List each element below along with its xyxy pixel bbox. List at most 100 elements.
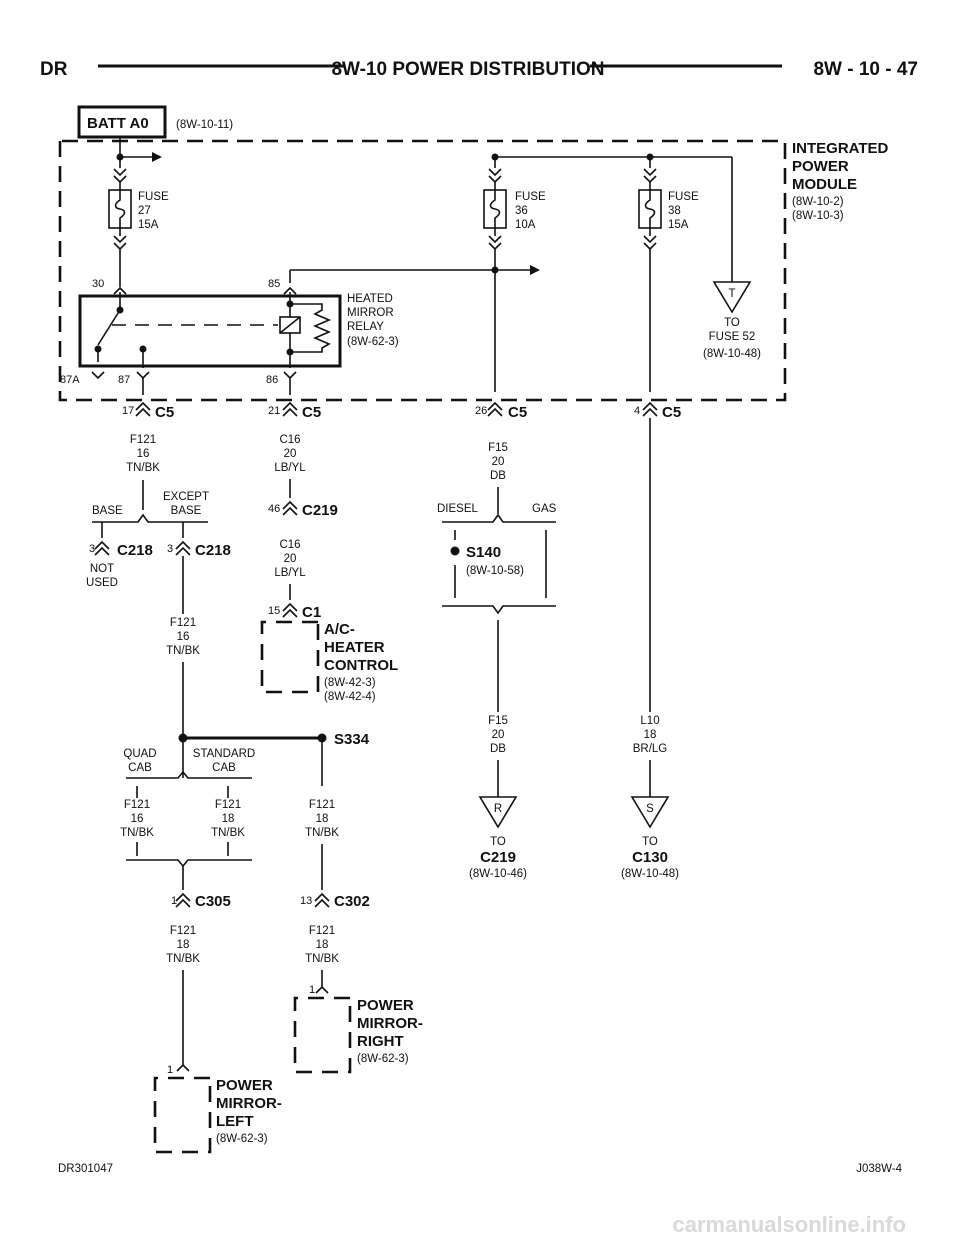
relay-suppression-resistor: [290, 303, 332, 353]
wire-f121-a-circuit: F121: [130, 434, 156, 446]
c5-pin21-terminal: [282, 402, 298, 417]
wire-f121-std-gauge: 18: [222, 813, 235, 825]
s140-label: S140: [466, 544, 501, 561]
engine-option-bar: [442, 513, 556, 523]
fuse27-top-terminal: [113, 168, 127, 176]
to-c219-letter: R: [494, 803, 502, 815]
c1-label: C1: [302, 604, 321, 621]
pm-right-title-2: MIRROR-: [357, 1015, 423, 1032]
wire-c16-b-circuit: C16: [279, 539, 300, 551]
c5-pin21: 21: [268, 405, 280, 417]
ipm-ref-1: (8W-10-2): [792, 196, 844, 208]
fuse27-amps: 15A: [138, 219, 159, 231]
c5-pin4-terminal: [642, 402, 658, 417]
to-c219-to: TO: [490, 836, 506, 848]
relay-switch-arm: [97, 309, 121, 346]
c5-pin4: 4: [634, 405, 640, 417]
header-left: DR: [40, 59, 68, 80]
relay-pin-30: 30: [92, 278, 104, 290]
pm-left-title-3: LEFT: [216, 1113, 254, 1130]
c305-pin: 1: [171, 895, 177, 907]
fuse36-symbol: [483, 189, 507, 229]
pm-left-ref: (8W-62-3): [216, 1133, 268, 1145]
ac-ref-2: (8W-42-4): [324, 691, 376, 703]
pm-right-title-1: POWER: [357, 997, 414, 1014]
wire-f121-b-color: TN/BK: [166, 645, 200, 657]
option-quad-1: QUAD: [123, 748, 156, 760]
relay-title-2: MIRROR: [347, 307, 394, 319]
c305-terminal: [175, 893, 191, 908]
pm-left-title-1: POWER: [216, 1077, 273, 1094]
c1-pin: 15: [268, 605, 280, 617]
fuse38-name: FUSE: [668, 191, 699, 203]
c305-label: C305: [195, 893, 231, 910]
power-mirror-right-outline: [293, 996, 352, 1074]
pm-left-pin-terminal: [176, 1063, 190, 1072]
to-c130-marker: [630, 796, 670, 829]
option-except-2: BASE: [171, 505, 202, 517]
pm-right-pin-terminal: [315, 985, 329, 994]
fuse38-number: 38: [668, 205, 681, 217]
relay-title-1: HEATED: [347, 293, 393, 305]
c219-label: C219: [302, 502, 338, 519]
watermark: carmanualsonline.info: [673, 1212, 907, 1237]
wire-f121-b-circuit: F121: [170, 617, 196, 629]
option-std-2: CAB: [212, 762, 236, 774]
s334-label: S334: [334, 731, 370, 748]
wire-f121-b-gauge: 16: [177, 631, 190, 643]
page-title: 8W-10 POWER DISTRIBUTION: [331, 59, 604, 80]
option-gas: GAS: [532, 503, 557, 515]
to-c130-to: TO: [642, 836, 658, 848]
cab-option-join: [126, 859, 252, 868]
c5-pin26: 26: [475, 405, 487, 417]
ac-title-3: CONTROL: [324, 657, 398, 674]
base-option-bar: [92, 513, 208, 523]
wire-f121-a-gauge: 16: [137, 448, 150, 460]
s140-ref: (8W-10-58): [466, 565, 524, 577]
c219-terminal: [282, 501, 298, 516]
batt-box: [77, 105, 167, 139]
wire-l10-circuit: L10: [640, 715, 659, 727]
to-fuse52-marker: [712, 281, 752, 314]
fuse38-amps: 15A: [668, 219, 689, 231]
wire-c16-a-gauge: 20: [284, 448, 297, 460]
fuse27-number: 27: [138, 205, 151, 217]
ipm-title-3: MODULE: [792, 176, 857, 193]
footer-right: J038W-4: [856, 1163, 902, 1175]
relay-pin-85: 85: [268, 278, 280, 290]
wire-l10-color: BR/LG: [633, 743, 668, 755]
engine-option-join: [442, 605, 556, 615]
wire-f121-c305-color: TN/BK: [166, 953, 200, 965]
wire-f15-b-circuit: F15: [488, 715, 508, 727]
to-c219-name: C219: [480, 849, 516, 866]
ac-heater-control-outline: [260, 620, 320, 694]
wire-c16-a-circuit: C16: [279, 434, 300, 446]
c302-pin: 13: [300, 895, 312, 907]
wire-c16-a-color: LB/YL: [274, 462, 306, 474]
wire-f121-c302-color: TN/BK: [305, 953, 339, 965]
to-fuse52-name: FUSE 52: [709, 331, 756, 343]
ipm-title-1: INTEGRATED: [792, 140, 889, 157]
relay-pin-86: 86: [266, 374, 278, 386]
wire-f15-b-color: DB: [490, 743, 506, 755]
relay-pin-87a: 87A: [60, 374, 80, 386]
fuse27-top-terminal-2: [113, 175, 127, 183]
footer-left: DR301047: [58, 1163, 113, 1175]
c5-pin26-terminal: [487, 402, 503, 417]
c219-pin: 46: [268, 503, 280, 515]
to-c219-ref: (8W-10-46): [469, 868, 527, 880]
wire-c16-b-color: LB/YL: [274, 567, 306, 579]
fuse27-symbol: [108, 189, 132, 229]
wire-l10-gauge: 18: [644, 729, 657, 741]
wire-f121-quad-gauge: 16: [131, 813, 144, 825]
c5-pin17: 17: [122, 405, 134, 417]
ac-title-1: A/C-: [324, 621, 355, 638]
wire-f15-a-circuit: F15: [488, 442, 508, 454]
pm-left-pin: 1: [167, 1064, 173, 1076]
fuse27-name: FUSE: [138, 191, 169, 203]
to-c130-ref: (8W-10-48): [621, 868, 679, 880]
fuse36-amps: 10A: [515, 219, 536, 231]
c218-a-note-1: NOT: [90, 563, 114, 575]
c218-a-label: C218: [117, 542, 153, 559]
